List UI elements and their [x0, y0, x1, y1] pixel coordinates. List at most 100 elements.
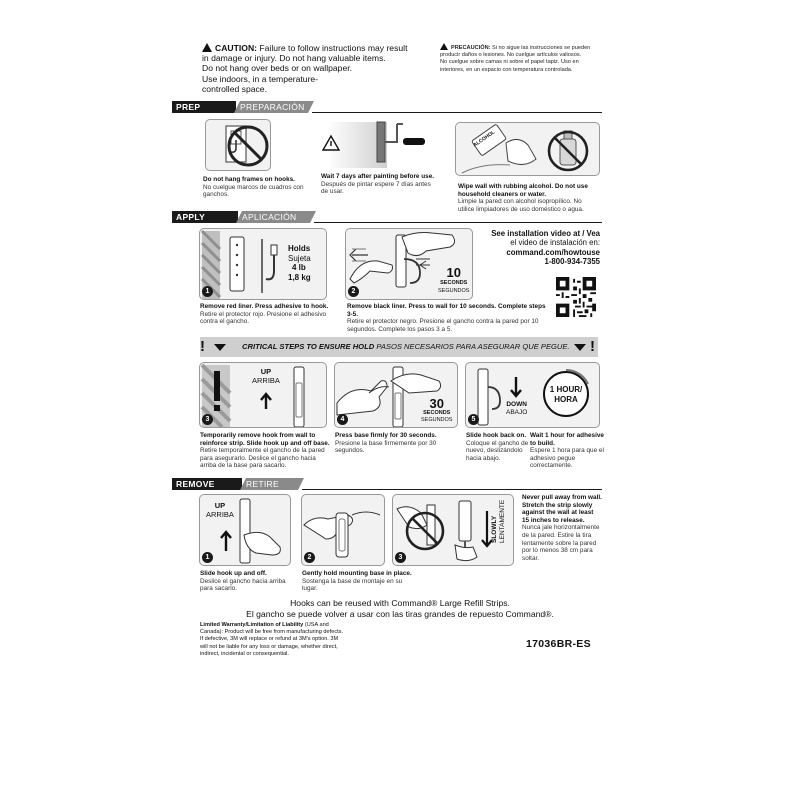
prep-caption-3: Wipe wall with rubbing alcohol. Do not u… [458, 183, 603, 213]
step-5-illustration: 5 DOWN ABAJO 1 HOUR/ HORA [465, 362, 600, 428]
paint-roller-illustration [317, 118, 427, 170]
stretch-strip-icon [396, 500, 493, 562]
caution-line: interiores, en un espacio con temperatur… [440, 66, 573, 73]
divider [312, 112, 602, 113]
caution-english: CAUTION: Failure to follow instructions … [202, 42, 432, 94]
step-number: 3 [202, 414, 213, 425]
caution-line: No cuelgue sobre camas ni sobre el papel… [440, 59, 579, 66]
up-label: UP ARRIBA [206, 501, 234, 519]
remove-caption-2: Gently hold mounting base in place. Sost… [302, 570, 422, 593]
caption-en: reinforce strip. Slide hook up and off b… [200, 439, 330, 447]
holds-kg: 1,8 kg [288, 272, 311, 282]
caption-es: utilice limpiadores de uso doméstico o a… [458, 205, 584, 213]
warning-icon [440, 43, 448, 50]
hold-base-icon [303, 511, 381, 558]
caption-es: de la pared. Estire la tira [522, 531, 592, 539]
slowly-en: SLOWLY [491, 515, 498, 543]
step-3-caption: Temporarily remove hook from wall to rei… [200, 432, 340, 470]
caption-es: Espere 1 hora para que el [530, 447, 604, 455]
press-to-wall-icon [349, 232, 456, 288]
prep-section-bar: PREP PREPARACIÓN [172, 101, 602, 113]
critical-en: CRITICAL STEPS TO ENSURE HOLD [242, 342, 375, 351]
caption-en: 15 inches to release. [522, 516, 585, 524]
warranty-line: Canada): Product will be free from manuf… [200, 629, 344, 636]
caption-es: Deslice el gancho hacia arriba [200, 577, 286, 585]
step-number: 1 [202, 552, 213, 563]
seconds-es: SEGUNDOS [438, 288, 470, 294]
caption-es: lugar. [302, 585, 318, 593]
caption-en: Slide hook up and off. [200, 570, 267, 577]
caption-en: Wipe wall with rubbing alcohol. Do not u… [458, 183, 588, 190]
caption-en: Press base firmly for 30 seconds. [335, 432, 437, 439]
seconds-en: SECONDS [440, 280, 468, 286]
caption-es: Retire el protector rojo. Presione el ad… [200, 310, 327, 318]
phone-number[interactable]: 1-800-934-7355 [544, 257, 601, 267]
caption-es: soltar. [522, 554, 540, 562]
refill-note: Hooks can be reused with Command® Large … [200, 598, 600, 619]
prep-caption-1: Do not hang frames on hooks. No cuelgue … [203, 176, 323, 199]
video-url[interactable]: command.com/howtouse [506, 247, 600, 257]
seconds-en: SECONDS [423, 410, 451, 416]
one-hour-label: 1 HOUR/ HORA [546, 385, 586, 404]
warning-icon [202, 43, 212, 52]
critical-steps-banner: ! CRITICAL STEPS TO ENSURE HOLD PASOS NE… [200, 337, 598, 357]
caution-line: in damage or injury. Do not hang valuabl… [202, 53, 386, 64]
caption-es: Retire el protector negro. Presione el g… [347, 318, 539, 326]
remove-step-3-illustration: 3 SLOWLY LENTAMENTE [392, 494, 514, 566]
caption-es: correctamente. [530, 462, 573, 470]
step-number: 1 [202, 286, 213, 297]
caption-es: Sostenga la base de montaje en su [302, 577, 403, 585]
up-label: UP ARRIBA [252, 367, 280, 385]
caption-es: contra el gancho. [200, 318, 250, 326]
step-3-illustration: 3 UP ARRIBA [199, 362, 327, 428]
exclamation-icon: ! [590, 338, 595, 355]
remove-label-es: RETIRE [240, 478, 304, 490]
caption-en: household cleaners or water. [458, 190, 547, 198]
warranty-label: Limited Warranty/Limitation of Liability [200, 622, 304, 628]
slowly-es: LENTAMENTE [498, 499, 506, 543]
slide-hook-down-icon [477, 368, 589, 426]
step-number: 4 [337, 414, 348, 425]
up-en: UP [214, 501, 226, 510]
refill-es: El gancho se puede volver a usar con las… [246, 608, 554, 619]
alcohol-wipe-illustration: ALCOHOL [455, 122, 600, 176]
up-es: ARRIBA [252, 376, 280, 385]
caption-es: Limpie la pared con alcohol isopropílico… [458, 198, 582, 206]
caution-line: producir daños o lesiones. No cuelgue ar… [440, 52, 582, 59]
down-en: DOWN [506, 401, 527, 408]
caption-es: de usar. [321, 188, 344, 196]
apply-section-bar: APPLY APLICACIÓN [172, 211, 602, 223]
video-line: el video de instalación en: [510, 238, 600, 248]
down-label: DOWN ABAJO [506, 401, 527, 416]
prep-caption-2: Wait 7 days after painting before use. D… [321, 173, 451, 196]
warranty-line: will not be liable for any loss or damag… [200, 643, 338, 650]
no-frames-illustration [205, 119, 271, 171]
caption-es: segundos. Complete los pasos 3 a 5. [347, 325, 453, 333]
apply-step-2-illustration: 2 10 SECONDS SEGUNDOS [345, 228, 473, 300]
caption-es: Coloque el gancho de [466, 439, 529, 447]
caption-en: Never pull away from wall. [522, 494, 602, 501]
caption-es: Retire temporalmente el gancho de la par… [200, 447, 325, 455]
remove-section-bar: REMOVE RETIRE [172, 478, 602, 490]
critical-text: CRITICAL STEPS TO ENSURE HOLD PASOS NECE… [242, 342, 570, 351]
caution-line: Do not hang over beds or on wallpaper. [202, 63, 353, 74]
holds-en: Holds [288, 244, 311, 253]
caption-es: para asegurarlo. Deslice el gancho hacia [200, 454, 316, 462]
caption-es: para sacarlo. [200, 585, 237, 593]
caption-es: Presione la base firmemente por 30 [335, 439, 437, 447]
hour-es: HORA [554, 394, 578, 404]
caption-es: Después de pintar espere 7 días antes [321, 180, 431, 188]
step-number: 2 [304, 552, 315, 563]
step-number: 3 [395, 552, 406, 563]
precaucion-label: PRECAUCIÓN: [451, 45, 491, 51]
slide-off-icon [220, 498, 281, 564]
caution-line: Si no sigue las instrucciones se pueden [490, 45, 591, 51]
seconds-es: SEGUNDOS [421, 417, 453, 423]
qr-code-icon[interactable] [556, 277, 596, 317]
caption-en: Wait 7 days after painting before use. [321, 173, 435, 180]
divider [314, 222, 602, 223]
caption-en: against the wall at least [522, 509, 594, 517]
seconds-value: 10 [446, 265, 461, 280]
apply-label-es: APLICACIÓN [236, 211, 316, 223]
apply-step-1-illustration: 1 Holds Sujeta 4 lb 1,8 kg [199, 228, 327, 300]
